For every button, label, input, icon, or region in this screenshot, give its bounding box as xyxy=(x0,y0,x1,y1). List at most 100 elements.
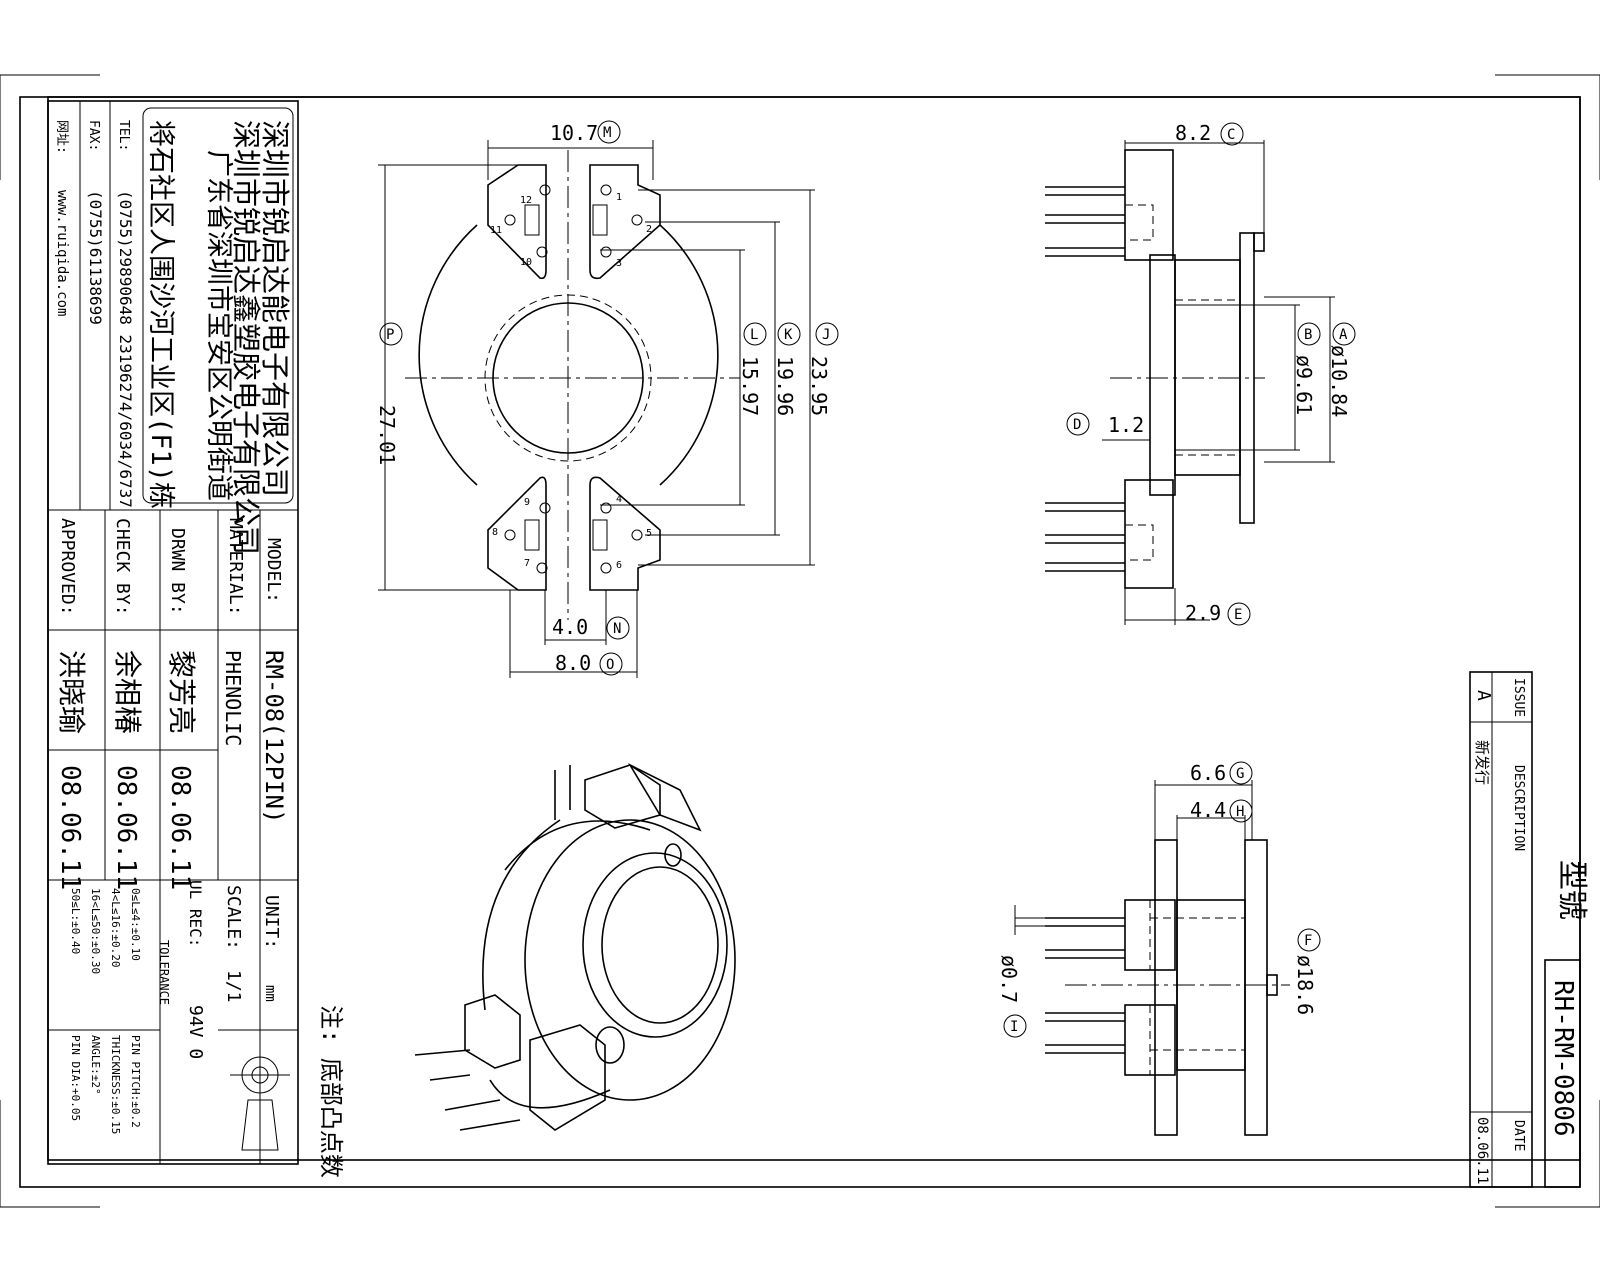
approved-by-value: 洪晓瑜 xyxy=(55,650,88,734)
dim-J-value: 23.95 xyxy=(807,356,831,416)
drawn-by-value: 黎芳亮 xyxy=(165,650,198,734)
dim-A-letter: A xyxy=(1339,327,1348,343)
dim-E-letter: E xyxy=(1234,607,1242,623)
pin-label-6: 6 xyxy=(616,560,622,571)
pin-label-2: 2 xyxy=(646,224,652,235)
tol-6: THICKNESS:±0.15 xyxy=(109,1035,122,1134)
drawn-date: 08.06.11 xyxy=(165,765,195,890)
drawn-label: DRWN BY: xyxy=(167,528,188,615)
top-view-dimension-lines xyxy=(378,140,815,678)
dim-F-value: ø18.6 xyxy=(1293,955,1317,1015)
approved-date: 08.06.11 xyxy=(55,765,85,890)
tol-1: 0≤L≤4:±0.10 xyxy=(129,888,142,961)
description-value: 新发行 xyxy=(1473,740,1491,785)
issue-value: A xyxy=(1473,690,1494,701)
dim-M-letter: M xyxy=(603,125,611,141)
dim-C-value: 8.2 xyxy=(1175,121,1211,145)
dim-L-value: 15.97 xyxy=(738,356,762,416)
revision-block: ISSUE A DESCRIPTION 新发行 DATE 08.06.11 型號… xyxy=(1469,671,1589,1188)
isometric-view xyxy=(414,763,736,1131)
tol-3: 16<L≤50:±0.30 xyxy=(89,888,102,974)
check-date: 08.06.11 xyxy=(111,765,141,890)
issue-label: ISSUE xyxy=(1511,678,1526,717)
dim-M-value: 10.7 xyxy=(550,121,598,145)
pin-label-7: 7 xyxy=(524,558,530,569)
part-number: RH-RM-0806 xyxy=(1548,980,1578,1137)
tol-7: ANGLE:±2° xyxy=(89,1035,102,1095)
tel-label: TEL: xyxy=(116,120,131,151)
approved-label: APPROVED: xyxy=(57,518,78,616)
dim-A-value: ø10.84 xyxy=(1327,345,1351,417)
dim-N-letter: N xyxy=(613,621,621,637)
company-address-1: 广东省深圳市宝安区公明街道 xyxy=(203,150,234,501)
projection-symbol-icon xyxy=(230,1045,290,1151)
fax-label: FAX: xyxy=(86,120,101,151)
check-by-value: 余相椿 xyxy=(111,650,144,734)
dim-D-letter: D xyxy=(1073,417,1081,433)
dim-E-value: 2.9 xyxy=(1185,601,1221,625)
web-label: 网址: xyxy=(54,120,69,154)
model-value: RM-08(12PIN) xyxy=(260,650,288,823)
front-pins xyxy=(1045,917,1125,1054)
pin-label-11: 11 xyxy=(490,225,502,236)
dim-J-letter: J xyxy=(822,327,830,343)
tolerance-label: TOLERANCE xyxy=(157,940,171,1005)
material-label: MATERIAL: xyxy=(225,518,246,616)
dim-K-letter: K xyxy=(784,327,793,343)
pin-label-1: 1 xyxy=(616,192,622,203)
model-label: MODEL: xyxy=(263,538,284,603)
description-label: DESCRIPTION xyxy=(1511,765,1526,851)
material-value: PHENOLIC xyxy=(221,650,245,746)
front-view: 6.6 G 4.4 H ø18.6 F ø0.7 I xyxy=(997,761,1321,1136)
side-view: 8.2 C ø10.84 A ø9.61 B 1.2 D 2.9 E xyxy=(1045,121,1356,626)
dim-I-letter: I xyxy=(1010,1019,1018,1035)
side-pins xyxy=(1045,186,1125,572)
dim-L-letter: L xyxy=(750,327,758,343)
type-label: 型號 xyxy=(1554,860,1589,920)
dim-O-value: 8.0 xyxy=(555,651,591,675)
dim-G-letter: G xyxy=(1236,766,1244,782)
company-name: 深圳市锐启达能电子有限公司 xyxy=(258,120,292,497)
date-label: DATE xyxy=(1511,1120,1526,1151)
dim-K-value: 19.96 xyxy=(773,356,797,416)
pin-label-3: 3 xyxy=(616,258,622,269)
check-label: CHECK BY: xyxy=(112,518,133,616)
tol-5: PIN PITCH:±0.2 xyxy=(129,1035,142,1128)
tel-value: (0755)29890648 23196274/6034/6737 xyxy=(116,190,135,508)
dim-B-letter: B xyxy=(1304,327,1312,343)
tol-4: 50≤L:±0.40 xyxy=(69,888,82,954)
title-block: 深圳市锐启达能电子有限公司 深圳市锐启达鑫塑胶电子有限公司 广东省深圳市宝安区公… xyxy=(47,100,299,1165)
ul-value: 94V 0 xyxy=(185,1005,206,1059)
dim-P-letter: P xyxy=(386,327,394,343)
dim-I-value: ø0.7 xyxy=(997,955,1021,1003)
dim-F-letter: F xyxy=(1304,933,1312,949)
pin-label-9: 9 xyxy=(524,497,530,508)
company-address-2: 将石社区人围沙河工业区(F1)栋 xyxy=(145,120,176,509)
top-view: 12 11 10 1 2 3 9 8 7 4 5 6 10.7 xyxy=(375,120,839,678)
fax-value: (0755)61138699 xyxy=(86,190,105,325)
dim-H-value: 4.4 xyxy=(1190,798,1226,822)
unit-value: mm xyxy=(262,985,278,1002)
dim-G-value: 6.6 xyxy=(1190,761,1226,785)
bottom-note: 注: 底部凸点数 xyxy=(317,1005,345,1178)
dim-P-value: 27.01 xyxy=(375,405,399,465)
pin-label-12: 12 xyxy=(520,195,532,206)
date-value: 08.06.11 xyxy=(1474,1117,1490,1184)
dim-H-letter: H xyxy=(1236,804,1244,820)
scale-value: 1/1 xyxy=(223,970,244,1003)
unit-label: UNIT: xyxy=(261,895,282,949)
pin-label-8: 8 xyxy=(492,527,498,538)
dim-D-value: 1.2 xyxy=(1108,413,1144,437)
sheet-corner-marks xyxy=(0,74,1600,1208)
ul-label: UL REC: xyxy=(186,880,205,947)
pin-label-4: 4 xyxy=(616,494,622,505)
dim-N-value: 4.0 xyxy=(552,615,588,639)
dim-B-value: ø9.61 xyxy=(1292,355,1316,415)
tol-2: 4<L≤16:±0.20 xyxy=(109,888,122,967)
dim-C-letter: C xyxy=(1227,127,1235,143)
tol-8: PIN DIA:+0.05 xyxy=(69,1035,82,1121)
web-value: www.ruiqida.com xyxy=(54,190,70,316)
pin-label-10: 10 xyxy=(520,257,532,268)
company-subsidiary: 深圳市锐启达鑫塑胶电子有限公司 xyxy=(229,120,263,555)
scale-label: SCALE: xyxy=(223,885,244,950)
